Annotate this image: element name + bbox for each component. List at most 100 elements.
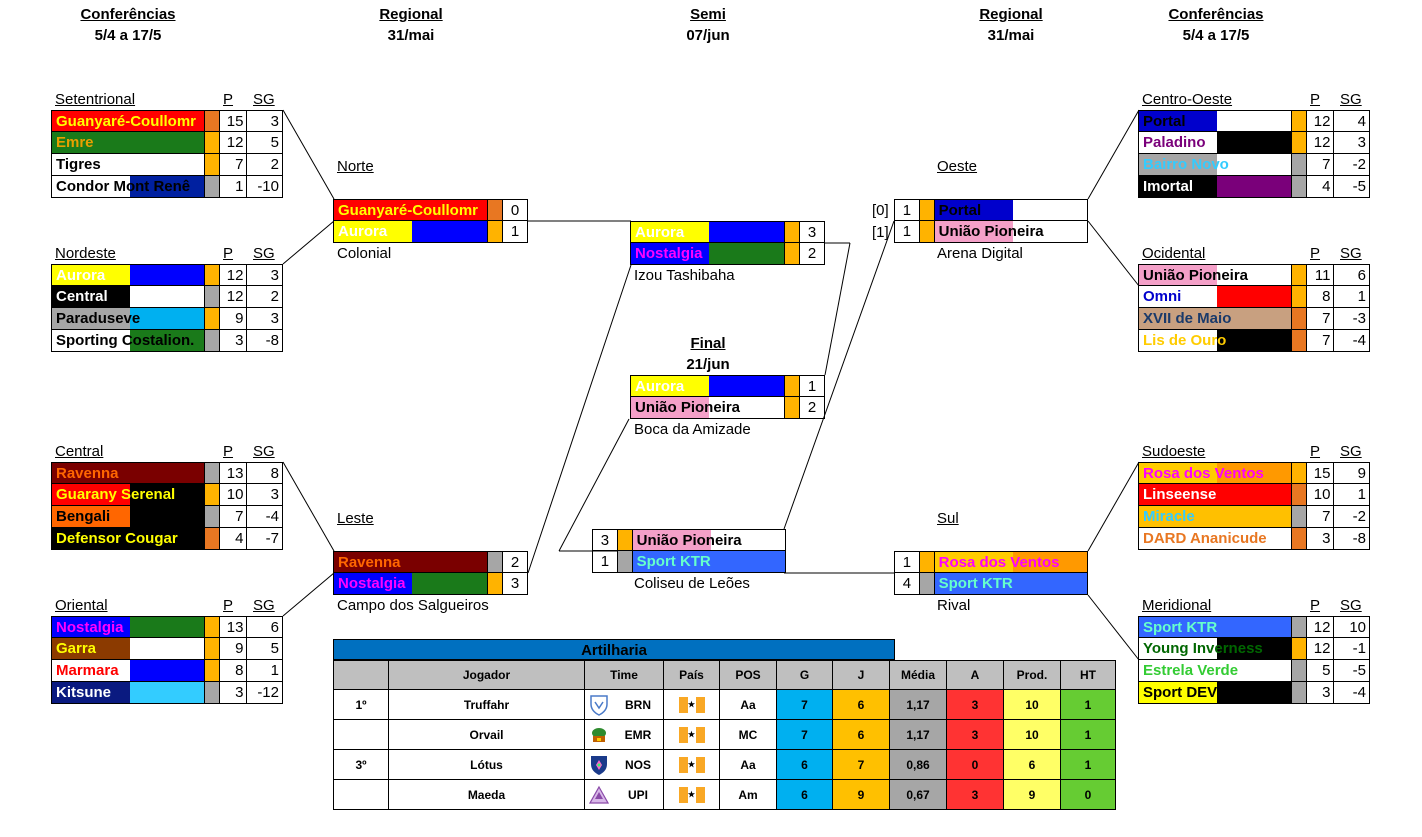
status-marker [488, 221, 504, 242]
team-color-right [130, 660, 204, 681]
status-marker [204, 308, 220, 329]
team-name-cell: União Pioneira [1139, 265, 1292, 285]
team-name-cell: Marmara [52, 660, 205, 681]
goal-diff: 1 [1357, 486, 1366, 503]
team-color-left [1139, 176, 1217, 197]
team-name: Rosa dos Ventos [938, 554, 1060, 571]
goal-diff: -1 [1352, 640, 1366, 657]
points: 10 [1307, 484, 1335, 505]
status-marker [1291, 265, 1307, 285]
scorer-rank: 3º [333, 749, 389, 780]
team-name: Lis de Ouro [1143, 332, 1227, 349]
team-color-right [1217, 484, 1291, 505]
label-norte: Norte [337, 158, 374, 175]
team-color-left [52, 330, 130, 351]
team-name-cell: Omni [1139, 286, 1292, 307]
scorer-assists: 3 [946, 779, 1004, 810]
scorer-assists: 3 [946, 719, 1004, 750]
team-name-cell: Aurora [52, 265, 205, 285]
label-oeste: Oeste [937, 158, 978, 175]
scorer-games: 6 [832, 689, 890, 720]
team-name-cell: XVII de Maio [1139, 308, 1292, 329]
goal-diff: -7 [265, 530, 279, 547]
team-name-cell: Nostalgia [52, 617, 205, 637]
scorer-average: 1,17 [889, 689, 947, 720]
status-marker [204, 617, 220, 637]
team-color-left [1139, 660, 1217, 681]
scorer-average: 0,86 [889, 749, 947, 780]
team-name: União Pioneira [1143, 267, 1249, 284]
goal-diff: 4 [1357, 113, 1366, 130]
team-name-cell: Sport KTR [934, 573, 1087, 594]
team-name-cell: União Pioneira [632, 530, 785, 550]
goal-diff: 8 [270, 465, 279, 482]
goal-diff: -4 [1352, 684, 1366, 701]
team-name-cell: Sporting Costalion. [52, 330, 205, 351]
team-color-left [1139, 265, 1217, 285]
status-marker [785, 243, 801, 264]
team-color-left [1139, 111, 1217, 131]
status-marker [204, 265, 220, 285]
team-color-right [130, 176, 204, 197]
score: 0 [510, 202, 520, 219]
team-color-left [52, 463, 130, 483]
team-name-cell: Condor Mont Renê [52, 176, 205, 197]
shield-blue-icon [584, 689, 613, 720]
venue-oeste: Arena Digital [937, 245, 1023, 262]
status-marker [1291, 308, 1307, 329]
scorer-goals: 7 [776, 719, 833, 750]
team-name-cell: Miracle [1139, 506, 1292, 527]
header-regional-right: Regional 31/mai [979, 6, 1043, 44]
scorer-games: 9 [832, 779, 890, 810]
team-color-left [52, 528, 130, 549]
team-color-right [130, 617, 204, 637]
team-color-left [52, 638, 130, 659]
team-color-right [1217, 682, 1291, 703]
scorer-prod: 10 [1003, 689, 1061, 720]
team-color-left [934, 200, 1013, 220]
header-conf-left: Conferências 5/4 a 17/5 [80, 6, 176, 44]
col-sg-label: SG [253, 443, 275, 460]
team-name-cell: Paraduseve [52, 308, 205, 329]
team-name: Nostalgia [635, 245, 703, 262]
team-color-left [1139, 528, 1217, 549]
scorer-team: UPI [613, 779, 664, 810]
team-name-cell: Ravenna [52, 463, 205, 483]
status-marker [204, 638, 220, 659]
goal-diff: 2 [270, 288, 279, 305]
status-marker [204, 682, 220, 703]
points: 3 [220, 330, 248, 351]
team-name: Portal [938, 202, 982, 219]
status-marker [204, 132, 220, 153]
status-marker [204, 484, 220, 505]
group-name: Central [55, 443, 104, 460]
team-color-right [130, 286, 204, 307]
oeste-agg-2: [1] [872, 224, 889, 241]
points: 4 [220, 528, 248, 549]
scorer-name: Truffahr [388, 689, 585, 720]
team-name: Marmara [56, 662, 119, 679]
team-color-right [130, 528, 204, 549]
team-name-cell: Aurora [334, 221, 489, 242]
team-name-cell: Sport DEV WYS [1139, 682, 1292, 703]
team-color-right [1217, 330, 1291, 351]
team-name-cell: União Pioneira [934, 221, 1087, 242]
status-marker [785, 376, 801, 396]
team-name-cell: Defensor Cougar [52, 528, 205, 549]
status-marker [204, 528, 220, 549]
team-color-right [709, 376, 785, 396]
points: 3 [220, 682, 248, 703]
team-name: Guanyaré-Coullomr [56, 113, 197, 130]
scorer-rank: 1º [333, 689, 389, 720]
goal-diff: -2 [1352, 508, 1366, 525]
